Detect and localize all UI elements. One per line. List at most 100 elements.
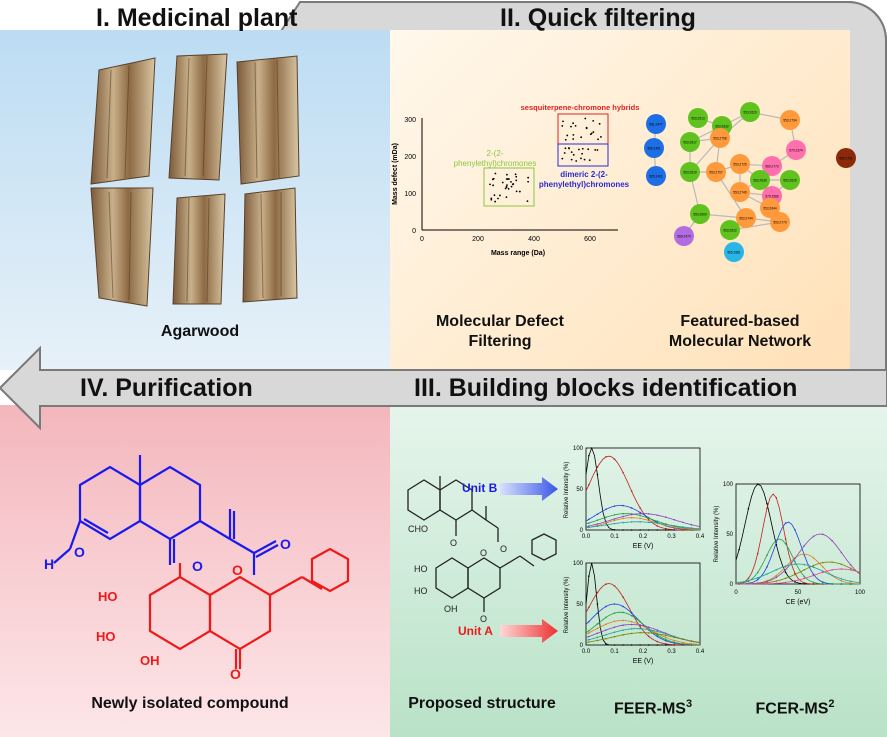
intensity-point <box>605 522 607 524</box>
network-node: 581.2477 <box>646 114 666 134</box>
intensity-point <box>647 529 650 531</box>
intensity-point <box>784 581 787 584</box>
ytick-label: 50 <box>576 487 583 493</box>
network-node-circle <box>646 166 666 186</box>
intensity-point <box>647 517 650 519</box>
dimer-label: phenylethyl)chromones <box>539 180 630 189</box>
mdf-point <box>515 179 518 182</box>
network-node: 553.2622 <box>720 220 740 240</box>
intensity-point <box>803 553 805 555</box>
intensity-point <box>596 591 599 594</box>
network-node-label: 553.2707 <box>709 171 723 175</box>
mdf-point <box>594 149 597 151</box>
intensity-point <box>622 644 624 646</box>
network-node: 553.2758 <box>710 128 730 148</box>
intensity-point <box>588 454 590 457</box>
intensity-point <box>647 632 650 634</box>
mdf-point <box>574 124 577 127</box>
intensity-point <box>639 627 641 630</box>
intensity-point <box>831 561 833 563</box>
feer-ylabel: Relative Intensity (%) <box>564 577 570 634</box>
network-node-label: 553.2744 <box>739 217 753 221</box>
intensity-point <box>822 566 824 568</box>
intensity-point <box>613 505 616 507</box>
intensity-point <box>747 583 750 585</box>
agarwood-image <box>90 53 300 307</box>
intensity-point <box>613 514 616 516</box>
intensity-point <box>775 539 778 542</box>
network-node-circle <box>786 140 806 160</box>
network-node-circle <box>680 162 700 182</box>
intensity-point <box>596 519 599 521</box>
mdf-point <box>512 183 515 185</box>
mdf-xtick: 600 <box>584 236 596 243</box>
carbonyl-o: O <box>280 536 291 552</box>
network-node: 553.2734 <box>780 110 800 130</box>
mdf-point <box>490 198 493 201</box>
network-node-circle <box>690 204 710 224</box>
intensity-point <box>613 603 616 605</box>
intensity-point <box>639 625 641 628</box>
intensity-point <box>794 563 796 565</box>
network-node-circle <box>836 148 856 168</box>
network-node-label: 553.2622 <box>723 229 737 233</box>
intensity-point <box>605 605 607 608</box>
mdf-xticks: 0 200 400 600 <box>420 236 596 243</box>
intensity-point <box>766 507 768 510</box>
intensity-point <box>822 570 824 572</box>
intensity-point <box>656 529 659 531</box>
mdf-point <box>493 194 496 197</box>
feer-xlabel: EE (V) <box>633 658 654 665</box>
intensity-point <box>622 619 624 622</box>
ring-o-label: O <box>480 548 487 558</box>
intensity-curve <box>585 446 700 531</box>
intensity-point <box>756 483 759 485</box>
intensity-point <box>588 525 590 527</box>
intensity-point <box>613 518 616 520</box>
intensity-point <box>766 581 768 584</box>
mdf-point <box>506 184 508 187</box>
intensity-point <box>690 640 693 642</box>
intensity-point <box>812 566 815 568</box>
intensity-point <box>656 633 659 635</box>
mdf-point <box>592 131 595 133</box>
intensity-curve <box>585 632 701 643</box>
mdf-point <box>581 152 583 155</box>
unit-a-label: Unit A <box>458 624 493 638</box>
mdf-point <box>575 160 578 162</box>
intensity-point <box>812 535 815 538</box>
ytick-label: 0 <box>730 582 734 588</box>
intensity-point <box>639 620 641 623</box>
ho-1: HO <box>98 589 118 604</box>
network-node-label: 553.2625 <box>783 179 797 183</box>
intensity-point <box>656 514 659 516</box>
network-node: 553.2639 <box>750 170 770 190</box>
mdf-point <box>584 117 587 120</box>
intensity-point <box>673 518 676 521</box>
intensity-point <box>831 583 833 585</box>
intensity-point <box>647 635 650 638</box>
ester-o: O <box>192 558 203 574</box>
intensity-point <box>630 490 633 492</box>
mdf-point <box>497 197 499 200</box>
fcer-ylabel: Relative Intensity (%) <box>714 506 720 563</box>
intensity-point <box>630 612 633 614</box>
intensity-point <box>630 513 633 516</box>
intensity-point <box>588 522 590 524</box>
intensity-point <box>588 630 590 632</box>
mdf-point <box>527 176 530 179</box>
intensity-point <box>613 519 616 522</box>
mdf-point <box>514 173 517 176</box>
mdf-yticks: 0 100 200 300 <box>404 117 416 235</box>
network-node: 565.2681 <box>724 242 744 262</box>
intensity-point <box>656 640 659 643</box>
mdf-point <box>490 197 493 200</box>
mdf-point <box>566 134 569 137</box>
feer-ms3-label: FEER-MS3 <box>613 698 693 718</box>
intensity-point <box>784 577 787 580</box>
network-node-label: 553.2749 <box>733 191 747 195</box>
section-title-2: II. Quick filtering <box>500 4 696 32</box>
mdf-point <box>492 177 495 180</box>
intensity-point <box>665 638 667 641</box>
